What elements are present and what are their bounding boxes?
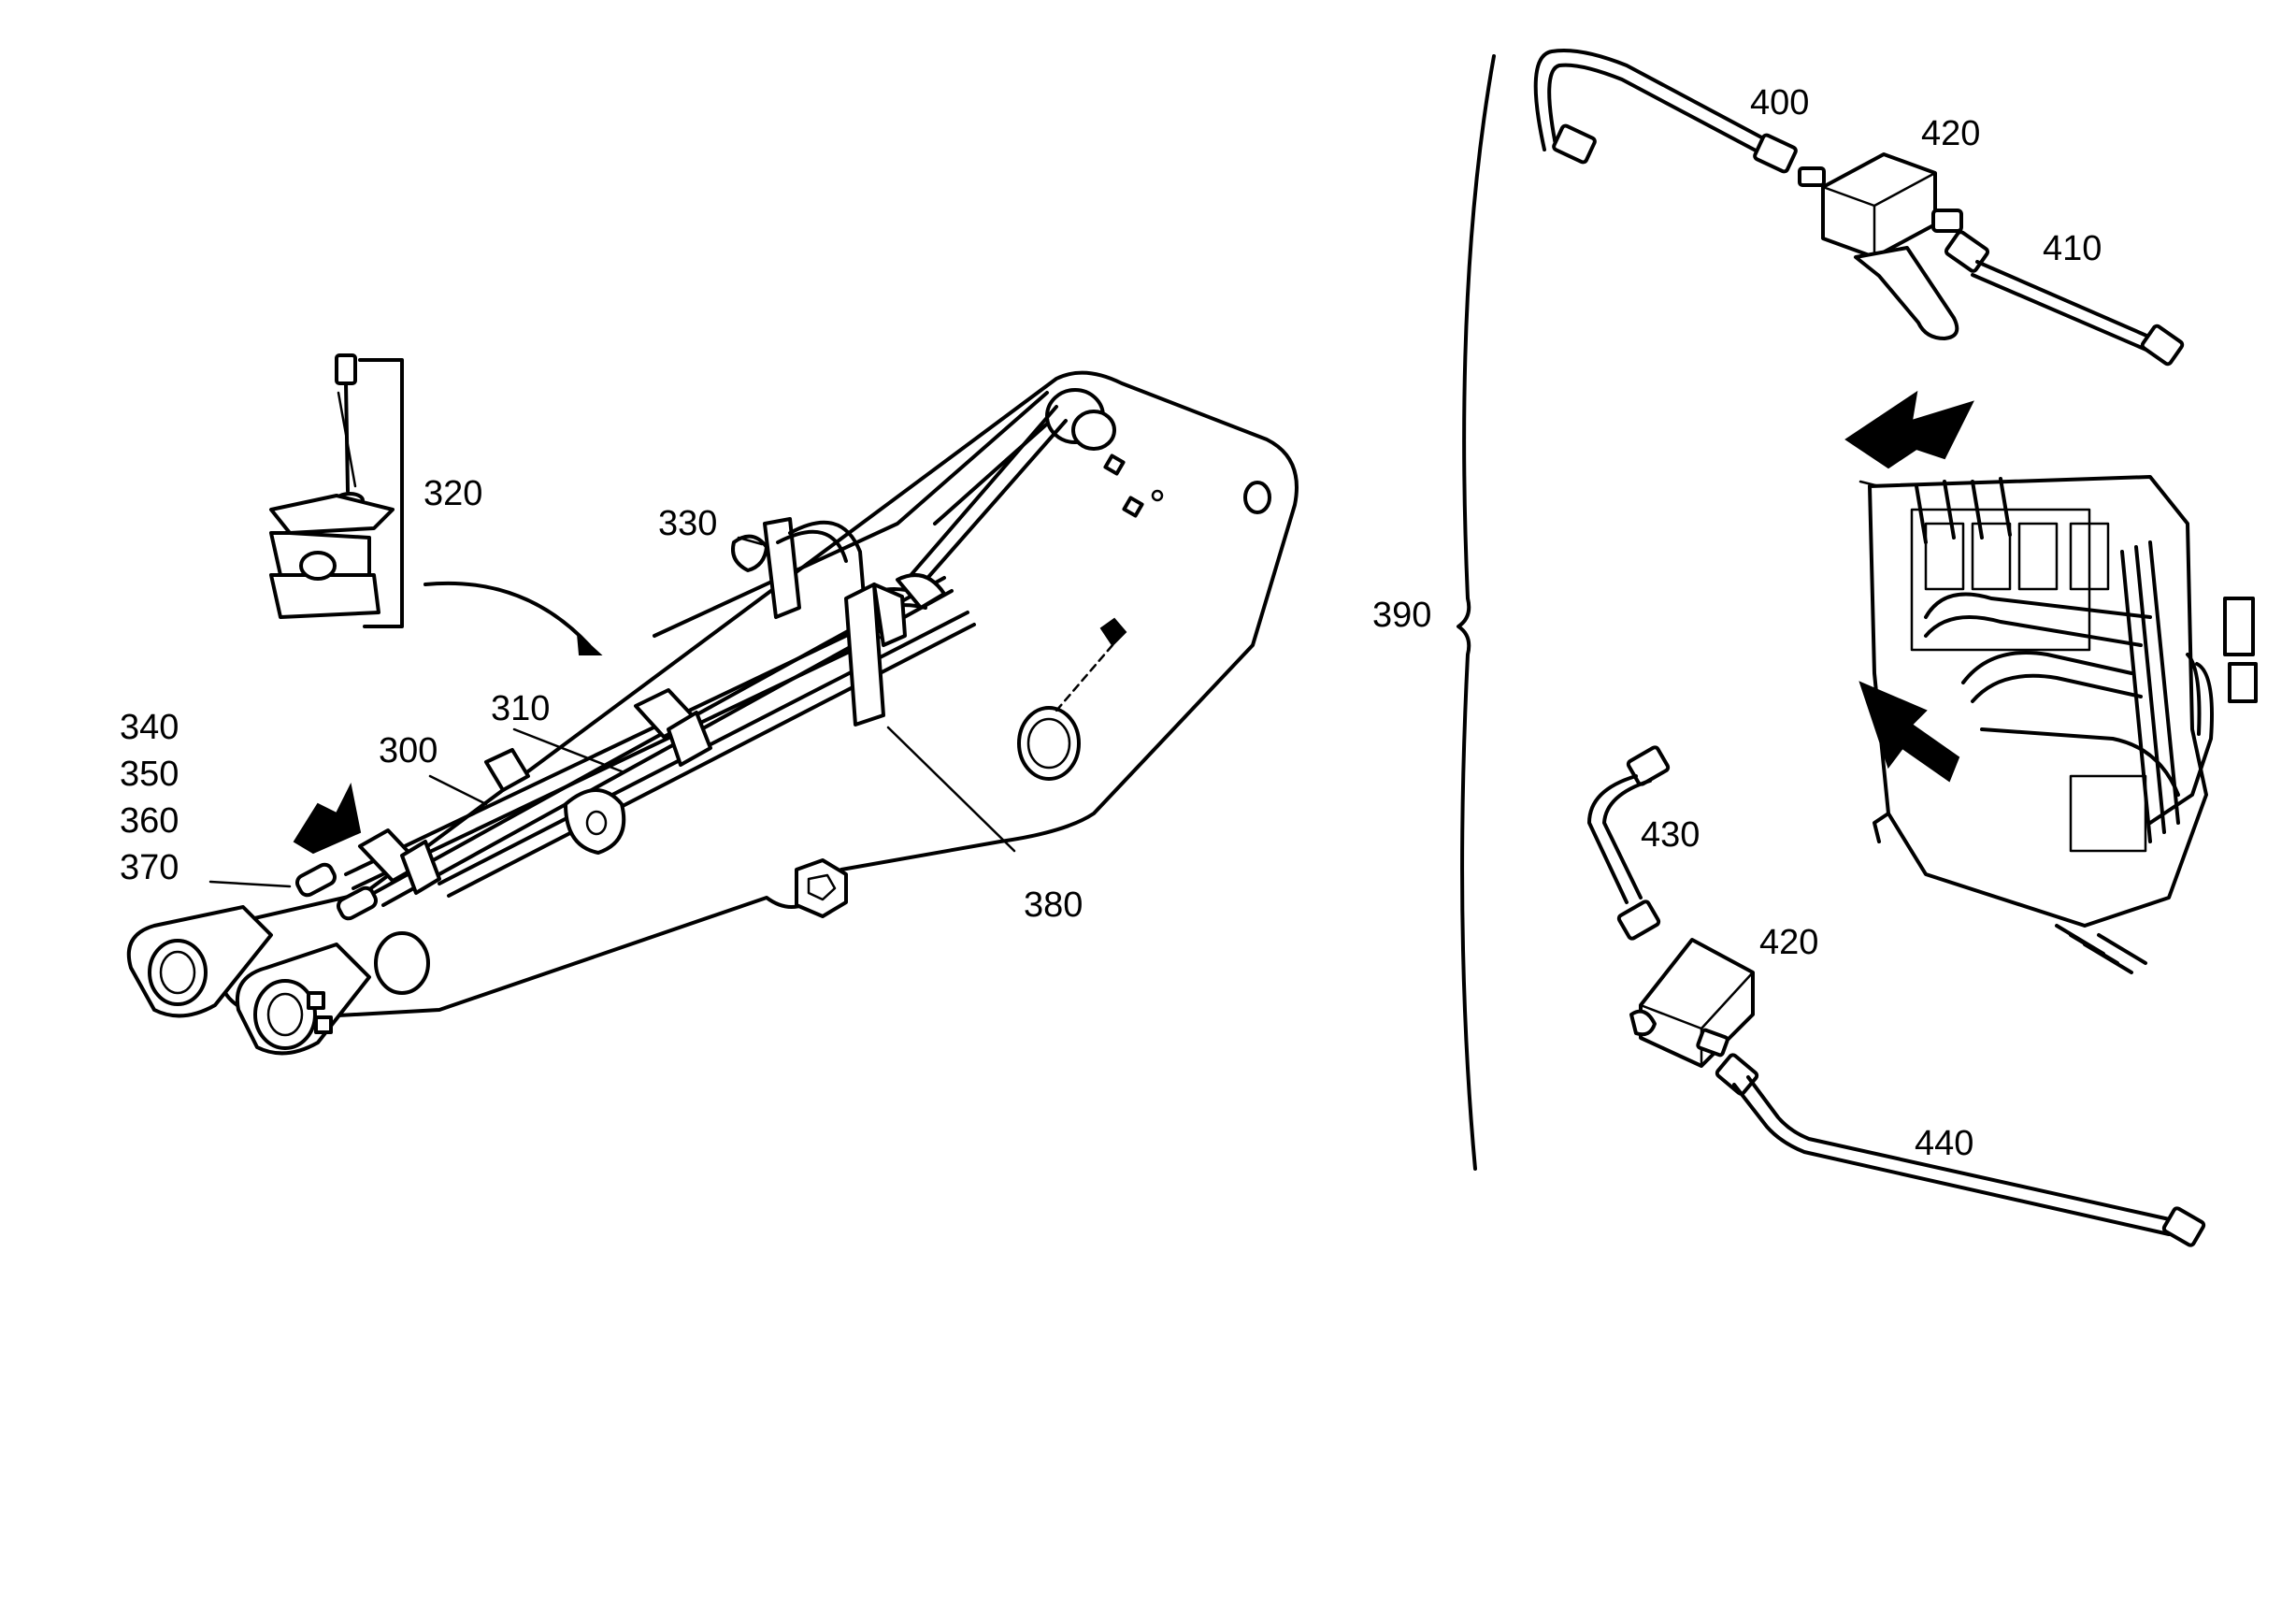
hex-plug — [795, 858, 848, 918]
pipe-410 — [1944, 230, 2185, 367]
pipe-400 — [1533, 49, 1798, 174]
callout-380: 380 — [1024, 885, 1083, 925]
pipe-clamps — [484, 688, 712, 855]
callout-330: 330 — [658, 504, 717, 543]
callout-350: 350 — [120, 755, 179, 794]
callout-440: 440 — [1915, 1124, 1973, 1163]
valve-block-420-bottom — [1629, 938, 1755, 1068]
pipe-fittings — [294, 828, 441, 921]
leader-lines — [208, 536, 1016, 888]
callout-360: 360 — [120, 801, 179, 841]
boom-foot-fork-left — [126, 905, 273, 1018]
callout-320: 320 — [423, 474, 482, 513]
pipe-440 — [1715, 1053, 2206, 1247]
callout-310: 310 — [491, 689, 550, 728]
callout-400: 400 — [1750, 83, 1809, 122]
curved-arrow — [423, 581, 591, 647]
callout-420-bottom: 420 — [1759, 923, 1818, 962]
brace-390 — [1457, 54, 1496, 1171]
boom-assembly — [126, 353, 1299, 1056]
direction-arrow-left — [293, 782, 362, 855]
callout-340: 340 — [120, 708, 179, 747]
callout-390: 390 — [1372, 596, 1431, 635]
callout-410: 410 — [2043, 229, 2102, 268]
control-valve-bank — [1844, 390, 2258, 974]
direction-arrow-upper — [1844, 390, 1974, 469]
callout-300: 300 — [379, 731, 438, 770]
direction-arrow-lower — [1858, 681, 1960, 783]
pipe-430 — [1587, 745, 1671, 941]
valve-block-420-top — [1798, 152, 1963, 340]
boom-foot-fork-right — [235, 931, 430, 1056]
clamp-detail — [269, 353, 404, 628]
callout-370: 370 — [120, 848, 179, 887]
callout-labels: 300 310 320 330 340 350 360 370 380 390 … — [120, 83, 2102, 1163]
pipe-bracket — [731, 517, 946, 727]
callout-430: 430 — [1641, 815, 1700, 855]
callout-420-top: 420 — [1921, 114, 1980, 153]
grease-nipple — [1055, 617, 1127, 712]
